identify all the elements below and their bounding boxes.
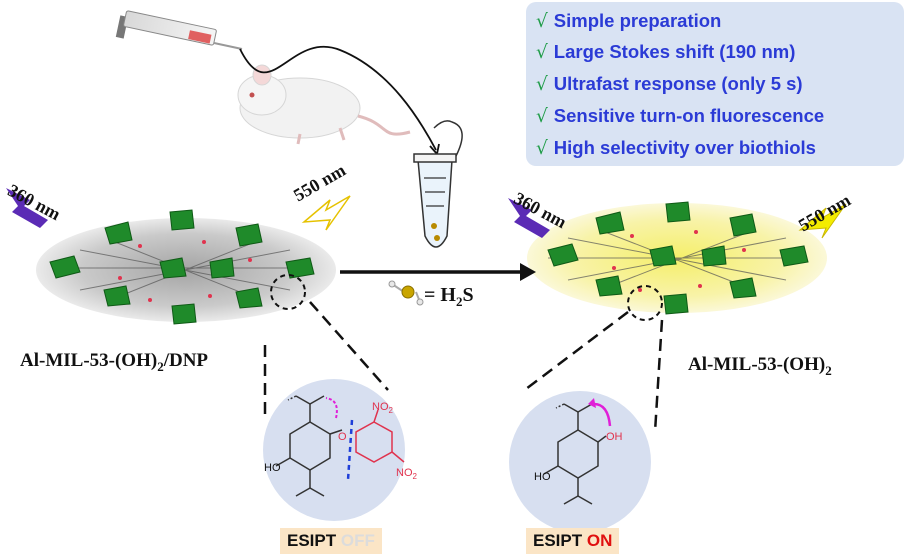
feature-item: √Sensitive turn-on fluorescence bbox=[536, 105, 825, 127]
features-panel: √Simple preparation √Large Stokes shift … bbox=[526, 2, 904, 166]
right-molecule-structure bbox=[543, 403, 607, 505]
right-mof-graphic bbox=[527, 201, 827, 315]
left-zoom-marker bbox=[270, 274, 306, 310]
check-icon: √ bbox=[536, 138, 548, 159]
right-emission-bolt bbox=[798, 203, 847, 239]
left-molecule-circle bbox=[263, 379, 405, 521]
right-oh-label: OH bbox=[606, 431, 623, 443]
check-icon: √ bbox=[536, 42, 548, 63]
feature-item: √Large Stokes shift (190 nm) bbox=[536, 41, 796, 63]
esipt-on-badge: ESIPT ON bbox=[526, 528, 620, 554]
check-icon: √ bbox=[536, 74, 548, 95]
no2-label-top: NO2 bbox=[372, 401, 394, 415]
mouse-icon bbox=[237, 64, 411, 145]
left-mof-label: Al-MIL-53-(OH)2/DNP bbox=[20, 350, 209, 374]
right-ho-label: HO bbox=[534, 471, 551, 483]
esipt-off-badge: ESIPT OFF bbox=[280, 528, 382, 554]
right-zoom-marker bbox=[627, 285, 663, 321]
right-mof-label: Al-MIL-53-(OH)2 bbox=[688, 354, 832, 378]
feature-item: √Simple preparation bbox=[536, 10, 722, 32]
h2s-equation: = H2S bbox=[424, 284, 474, 309]
left-excitation-bolt bbox=[6, 188, 48, 228]
right-excitation-bolt bbox=[508, 198, 550, 238]
check-icon: √ bbox=[536, 11, 548, 32]
feature-item: √Ultrafast response (only 5 s) bbox=[536, 73, 803, 95]
zoom-connectors bbox=[263, 301, 664, 433]
left-emission-bolt bbox=[301, 195, 351, 231]
injection-path bbox=[239, 45, 437, 151]
right-molecule-circle bbox=[509, 391, 651, 533]
feature-item: √High selectivity over biothiols bbox=[536, 137, 816, 159]
syringe-icon bbox=[115, 10, 243, 50]
left-o-label: O bbox=[338, 431, 347, 443]
left-molecule-structure bbox=[275, 395, 343, 497]
tube-icon bbox=[413, 120, 463, 248]
no2-label-bottom: NO2 bbox=[396, 467, 418, 481]
left-mof-graphic bbox=[36, 209, 336, 325]
h2s-molecule-icon bbox=[388, 280, 424, 306]
left-ho-label: HO bbox=[264, 462, 281, 474]
check-icon: √ bbox=[536, 106, 548, 127]
